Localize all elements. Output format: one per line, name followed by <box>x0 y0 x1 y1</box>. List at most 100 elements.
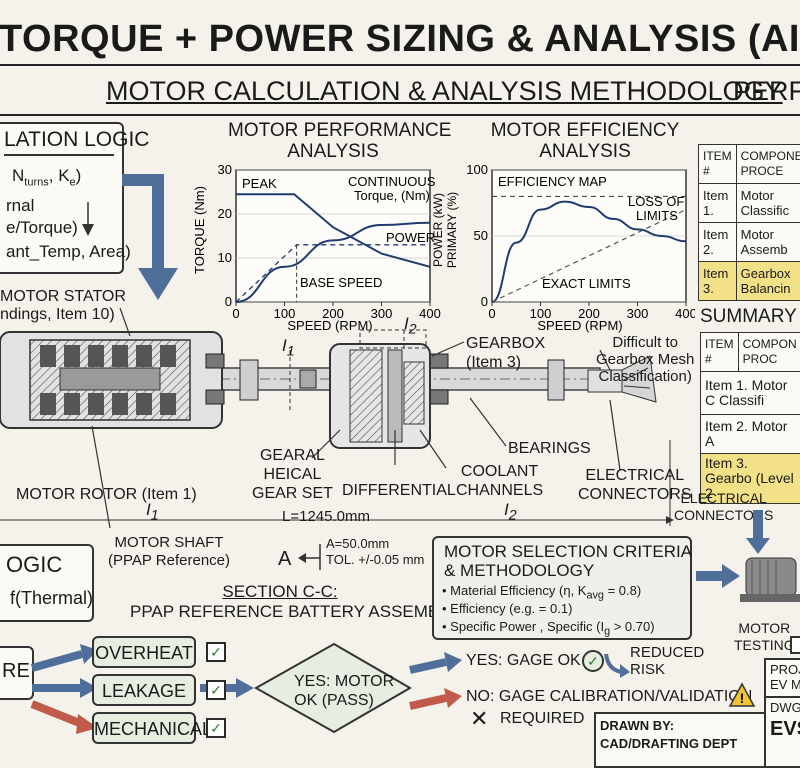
motor-testing-icon <box>696 510 800 602</box>
table1-row-item: Item 2. <box>698 222 737 262</box>
calc-logic-box: LATION LOGIC Nturns, Ke) rnal e/Torque) … <box>0 122 149 274</box>
stator-windings <box>40 345 176 415</box>
eff-ylabel-1: POWER (kW) <box>431 193 445 267</box>
perf-annotation-power: POWER <box>386 230 435 245</box>
table1-head-comp: COMPONE PROCE <box>735 144 800 184</box>
motor-assembly-drawing <box>0 307 674 529</box>
flow-left-box: RE <box>0 646 34 700</box>
calc-logic-heading: LATION LOGIC <box>4 128 150 151</box>
project-label: PROJEV MO <box>770 662 800 692</box>
summary-head-comp: COMPON PROC <box>737 332 800 372</box>
eff-ylabel-2: PRIMARY (%) <box>445 192 459 268</box>
criteria-bullet-2: • Efficiency (e.g. = 0.1) <box>442 601 573 616</box>
decision-diamond <box>253 642 412 734</box>
i2-bottom-label: I2 <box>504 500 517 524</box>
electrical-connector-icon <box>587 355 657 403</box>
x-tick-label: 400 <box>419 306 441 321</box>
table1-row-comp: Motor Classific <box>735 183 800 223</box>
title-block-project: PROJEV MO DWG EVS <box>764 658 800 768</box>
i1-top-label: I1 <box>282 336 295 360</box>
gage-ok-check-icon: ✓ <box>582 650 604 672</box>
mechanical-check-icon: ✓ <box>206 718 226 738</box>
bearings <box>205 353 565 405</box>
calc-logic-line2: rnal <box>6 196 35 215</box>
x-tick-label: 100 <box>530 306 552 321</box>
x-tick-label: 0 <box>488 306 495 321</box>
summary-row: Item 3. Gearbo (Level 2 <box>700 453 800 504</box>
svg-text:!: ! <box>740 690 745 706</box>
leakage-check-icon: ✓ <box>206 680 226 700</box>
dwg-number: EVS <box>770 718 800 740</box>
motor-rotor <box>59 367 161 391</box>
y-tick-label: 50 <box>474 228 488 243</box>
criteria-heading: MOTOR SELECTION CRITERIA& METHODOLOGY <box>444 542 693 580</box>
logic-box-2: OGIC f(Thermal) <box>0 544 94 622</box>
plot-area <box>235 169 431 303</box>
overheat-node: OVERHEAT <box>92 636 196 668</box>
dwg-label: DWG <box>770 700 800 715</box>
length-dimension: L=1245.0mm <box>282 508 370 525</box>
calc-logic-line3: e/Torque) <box>6 218 78 237</box>
overheat-check-icon: ✓ <box>206 642 226 662</box>
eff-xlabel: SPEED (RPM) <box>537 318 622 333</box>
eff-annotation-exact: EXACT LIMITS <box>542 276 631 291</box>
table1-head-item: ITEM # <box>698 144 737 184</box>
summary-heading: SUMMARY M <box>700 306 800 327</box>
shaft-label: MOTOR SHAFT(PPAP Reference) <box>108 534 230 569</box>
title-rule <box>0 64 800 66</box>
section-a-marker: A <box>278 548 292 570</box>
table1-row-item: Item 3. <box>698 261 737 301</box>
x-tick-label: 300 <box>627 306 649 321</box>
subtitle-rule <box>0 114 800 116</box>
perf-annotation-continuous-unit: Torque, (Nm) <box>354 188 430 203</box>
section-arrow-icon <box>298 544 321 570</box>
warning-icon: ! <box>728 682 756 707</box>
perf-annotation-peak: PEAK <box>242 176 277 191</box>
page-subtitle: MOTOR CALCULATION & ANALYSIS METHODOLOGY <box>106 76 783 106</box>
x-tick-label: 200 <box>322 306 344 321</box>
eff-chart: POWER (kW) PRIMARY (%) SPEED (RPM) 0 50 10… <box>431 162 695 333</box>
summary-row: Item 1. Motor C Classifi <box>700 371 800 415</box>
perf-xlabel: SPEED (RPM) <box>287 318 372 333</box>
table1-row-item: Item 1. <box>698 183 737 223</box>
calc-logic-line4: ant_Temp, Area) <box>6 242 131 261</box>
x-tick-label: 100 <box>274 306 296 321</box>
y-tick-label: 0 <box>225 294 232 309</box>
summary-row: Item 2. Motor A <box>700 414 800 454</box>
eff-annotation-limits: LIMITS <box>636 208 678 223</box>
eff-annotation-loss: LOSS OF <box>628 194 684 209</box>
rotor-label: MOTOR ROTOR (Item 1) <box>16 486 197 503</box>
perf-ylabel: TORQUE (Nm) <box>192 186 207 274</box>
x-tick-label: 400 <box>675 306 695 321</box>
section-cc-label: SECTION C-C:PPAP REFERENCE BATTERY ASSEM… <box>130 582 459 621</box>
table1-row-comp: Gearbox Balancin <box>735 261 800 301</box>
criteria-bullet-3: • Specific Power , Specific (Ig > 0.70) <box>442 619 655 638</box>
testing-check-icon <box>790 636 800 654</box>
calc-logic-line1: Nturns, Ke) <box>12 166 82 189</box>
yes-gage-label: YES: GAGE OK <box>466 652 581 669</box>
differential-label: DIFFERENTIAL <box>342 482 456 499</box>
gearbox-label: GEARBOX(Item 3) <box>466 335 546 371</box>
x-tick-label: 300 <box>371 306 393 321</box>
leakage-node: LEAKAGE <box>92 674 196 706</box>
no-gage-label: NO: GAGE CALIBRATION/VALIDATION <box>466 688 753 705</box>
mechanical-node: MECHANICAL <box>92 712 212 744</box>
y-tick-label: 20 <box>218 206 232 221</box>
i2-top-label: I2 <box>404 314 417 338</box>
drawn-by-value: CAD/DRAFTING DEPT <box>600 736 738 751</box>
logic2-line: f(Thermal) <box>10 588 94 608</box>
x-tick-label: 0 <box>232 306 239 321</box>
component-table: ITEM #COMPONE PROCE Item 1.Motor Classif… <box>698 144 800 301</box>
required-label: REQUIRED <box>500 710 585 727</box>
